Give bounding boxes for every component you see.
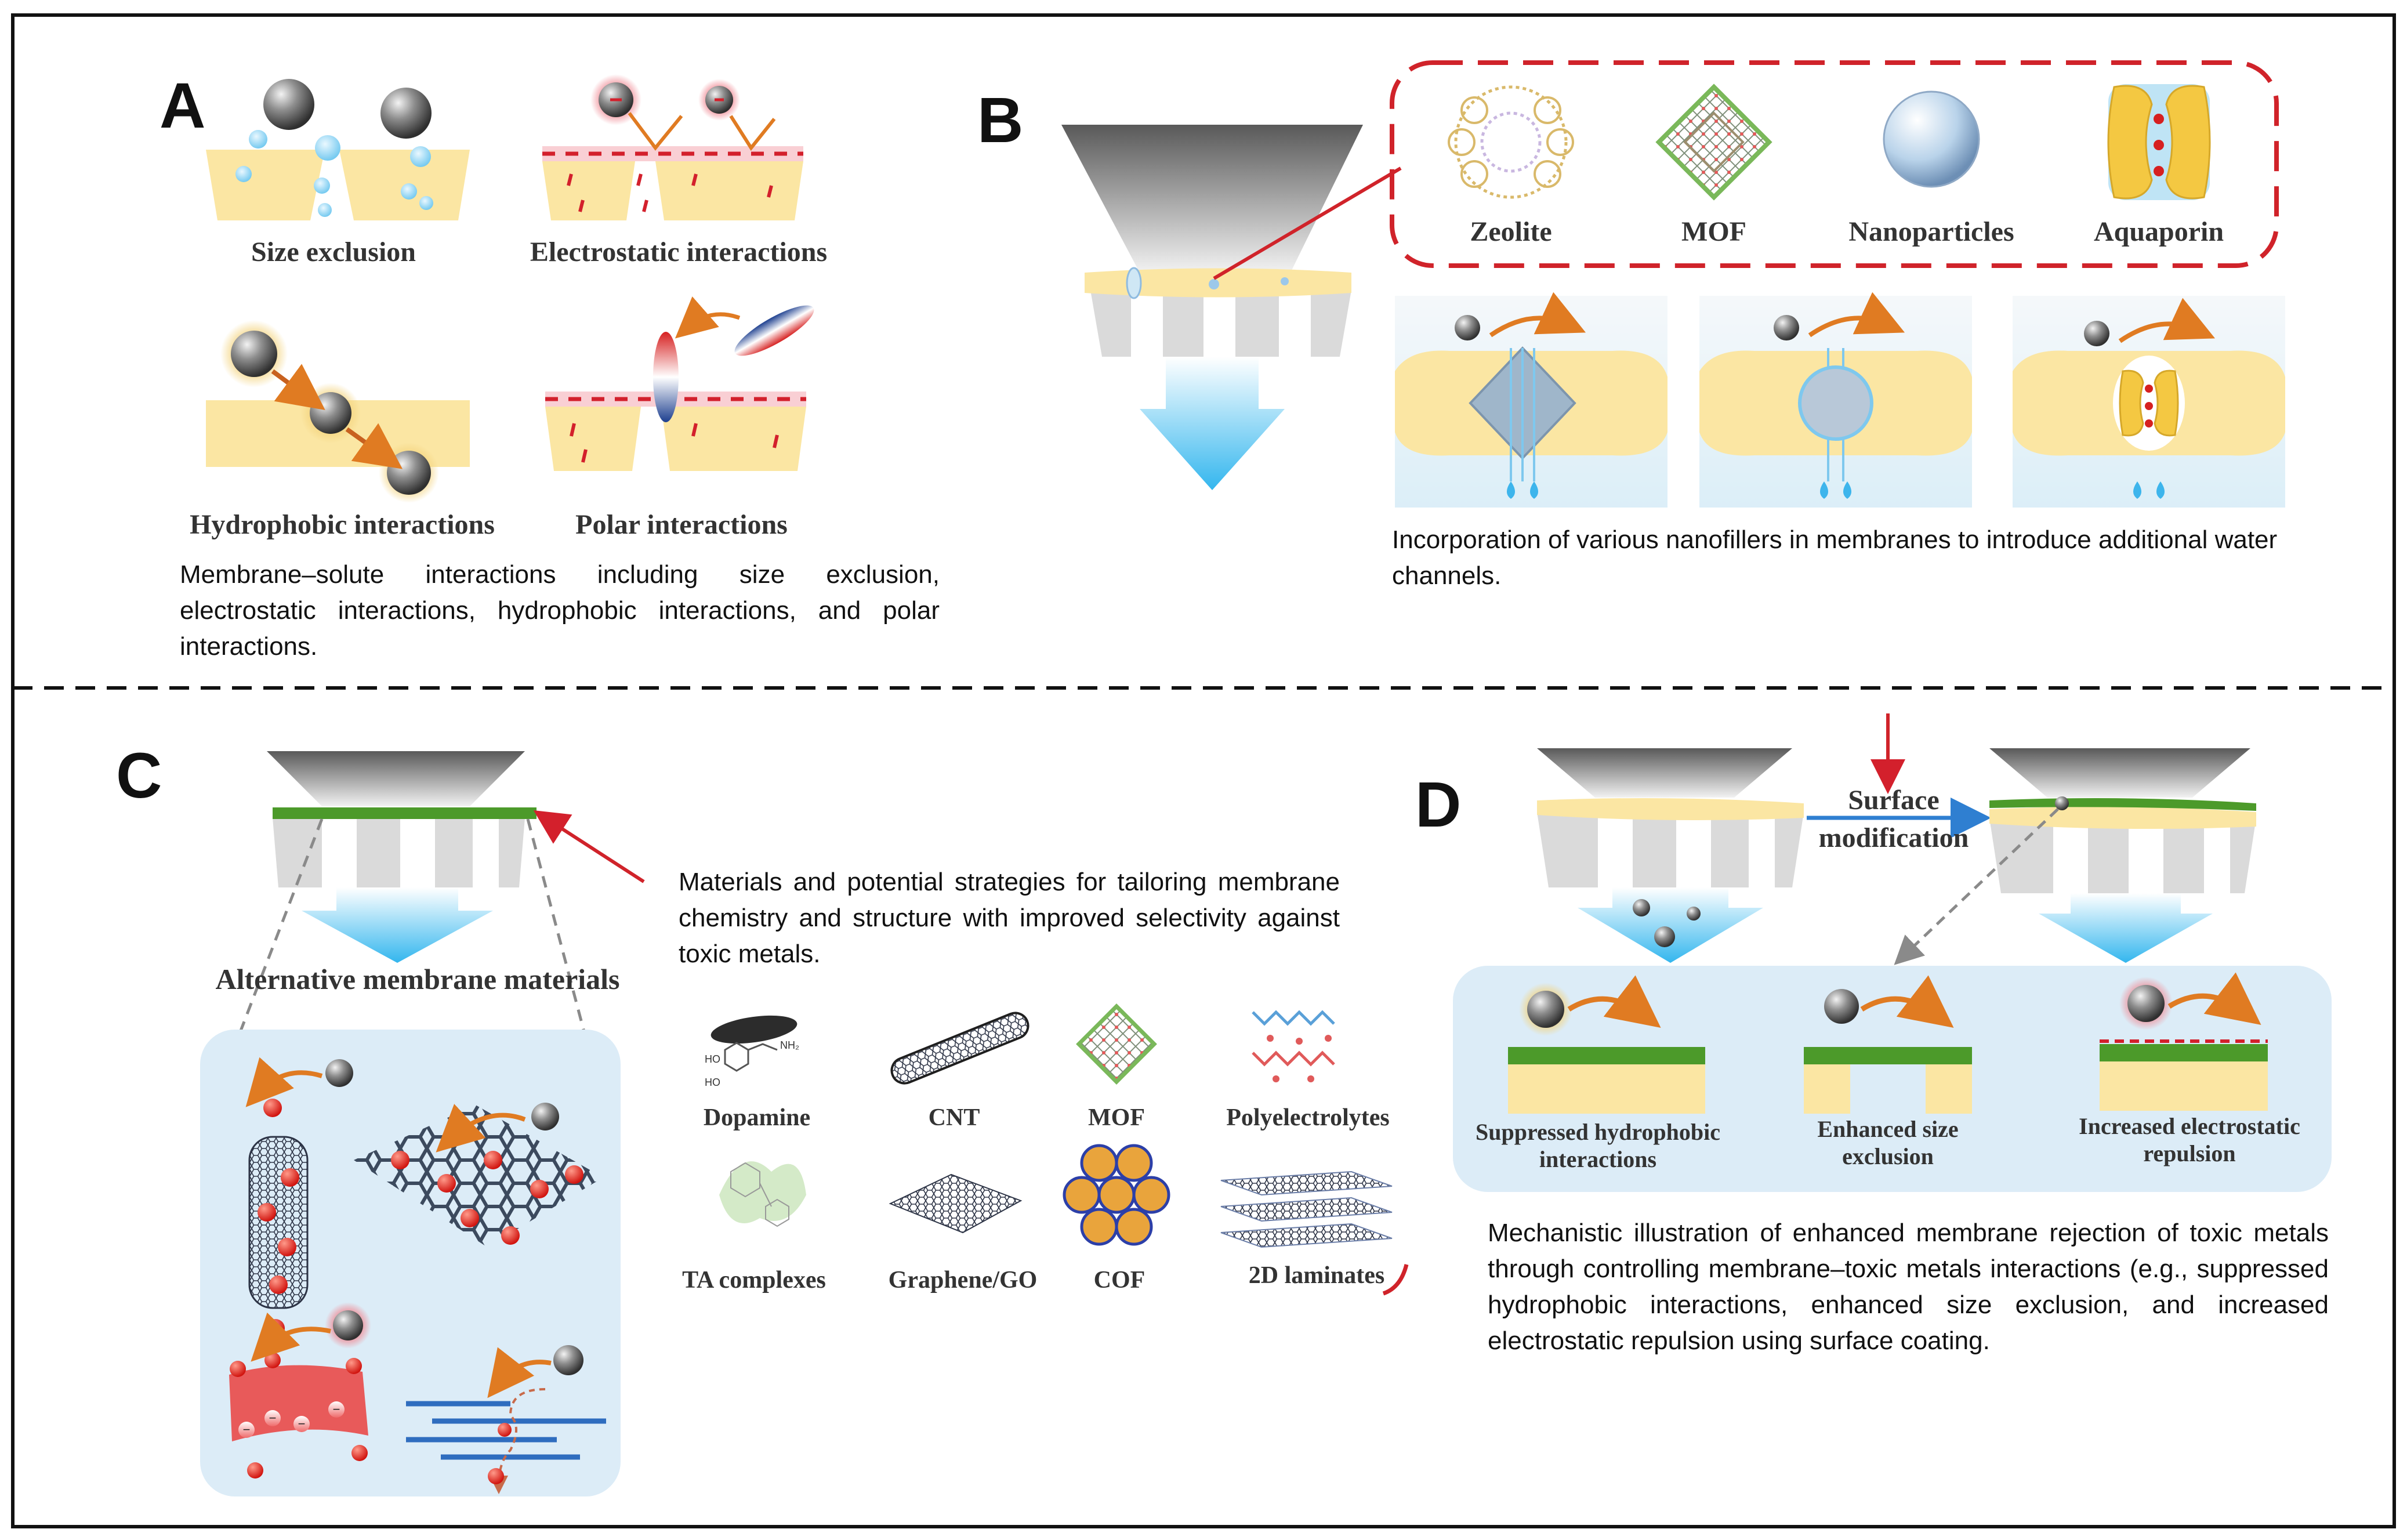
material-label-mof: MOF — [1088, 1104, 1145, 1131]
electrostatic-diagram: Electrostatic interactions — [530, 74, 827, 267]
material-label-ta-complexes: TA complexes — [682, 1267, 826, 1293]
mechanism-hydrophobic-line2: interactions — [1539, 1146, 1656, 1172]
filler-label-nanoparticles: Nanoparticles — [1848, 216, 2014, 247]
svg-text:−: − — [333, 1402, 340, 1416]
laminate-illustration — [406, 1345, 606, 1494]
aquaporin-icon — [2107, 84, 2211, 200]
mechanism-electrostatic-line1: Increased electrostatic — [2079, 1113, 2300, 1139]
panel-c-title: Alternative membrane materials — [216, 963, 620, 995]
dopamine-nh2: NH₂ — [780, 1039, 799, 1051]
panel-c-letter: C — [116, 740, 162, 811]
material-label-cof: COF — [1094, 1267, 1146, 1293]
material-graphene — [889, 1173, 1023, 1234]
dopamine-ho-bottom: HO — [705, 1077, 720, 1088]
material-mof — [1076, 1003, 1157, 1085]
graphene-illustration — [354, 1103, 603, 1247]
mof-icon — [1655, 84, 1772, 201]
panel-b-letter: B — [977, 85, 1023, 156]
mechanism-hydrophobic-line1: Suppressed hydrophobic — [1476, 1119, 1720, 1145]
membrane-before — [1537, 748, 1804, 963]
filler-label-zeolite: Zeolite — [1470, 216, 1552, 247]
material-cnt — [890, 1012, 1030, 1085]
material-2d-laminates — [1220, 1171, 1393, 1248]
charged-layer-illustration: − − − − — [229, 1302, 371, 1479]
filler-label-mof: MOF — [1681, 216, 1746, 247]
nanofiller-frame — [1390, 60, 2279, 268]
panel-b-caption: Incorporation of various nanofillers in … — [1392, 526, 2278, 590]
panel-b-membrane-funnel — [1061, 125, 1402, 490]
panel-d: D Surface modification — [1415, 713, 2332, 1355]
panel-a: A Size exclusion — [160, 70, 940, 661]
panel-d-mechanism-box — [1453, 966, 2332, 1192]
mechanism-size: Enhanced size exclusion — [1804, 975, 1972, 1169]
panel-a-letter: A — [160, 70, 205, 142]
panel-c: C Alternative membrane materials — [116, 740, 1409, 1496]
channel-panel-aquaporin — [2013, 296, 2285, 508]
mechanism-electrostatic: Increased electrostatic repulsion — [2079, 972, 2300, 1166]
nanoparticle-icon — [1883, 90, 1980, 188]
label-size-exclusion: Size exclusion — [251, 237, 416, 267]
material-ta-complexes — [719, 1161, 806, 1227]
material-label-cnt: CNT — [929, 1104, 980, 1131]
material-cof — [1063, 1144, 1170, 1246]
panel-c-caption: Materials and potential strategies for t… — [679, 868, 1340, 968]
label-polar: Polar interactions — [575, 509, 788, 540]
panel-d-caption: Mechanistic illustration of enhanced mem… — [1488, 1219, 2329, 1355]
label-hydrophobic: Hydrophobic interactions — [190, 509, 495, 540]
mechanism-hydrophobic: Suppressed hydrophobic interactions — [1476, 975, 1720, 1172]
channel-panel-nanoparticle — [1699, 292, 1972, 508]
material-polyelectrolytes — [1252, 1010, 1335, 1082]
mechanism-size-line1: Enhanced size — [1817, 1116, 1958, 1142]
cnt-illustration — [245, 1057, 353, 1338]
material-label-dopamine: Dopamine — [704, 1104, 810, 1131]
filler-label-aquaporin: Aquaporin — [2094, 216, 2224, 247]
mechanism-size-line2: exclusion — [1842, 1143, 1934, 1169]
material-label-2d-laminates: 2D laminates — [1249, 1262, 1385, 1289]
size-exclusion-diagram: Size exclusion — [206, 79, 470, 267]
surface-modification-label-2: modification — [1819, 822, 1969, 853]
material-label-polyelectrolytes: Polyelectrolytes — [1226, 1104, 1389, 1131]
zeolite-icon — [1448, 85, 1574, 199]
channel-panel-zeolite — [1395, 292, 1667, 508]
outer-frame — [11, 13, 2396, 1528]
svg-text:−: − — [243, 1422, 251, 1437]
dopamine-ho-top: HO — [705, 1053, 720, 1065]
polar-diagram: Polar interactions — [545, 296, 814, 540]
mechanism-electrostatic-line2: repulsion — [2143, 1140, 2235, 1166]
panel-a-caption: Membrane–solute interactions including s… — [180, 560, 940, 661]
hydrophobic-diagram: Hydrophobic interactions — [190, 320, 495, 540]
label-electrostatic: Electrostatic interactions — [530, 237, 827, 267]
membrane-after — [1894, 748, 2256, 965]
panel-d-letter: D — [1415, 769, 1461, 840]
material-dopamine: HO HO NH₂ — [705, 1015, 799, 1088]
material-label-graphene: Graphene/GO — [889, 1267, 1038, 1293]
panel-b: B — [977, 60, 2285, 590]
svg-text:−: − — [298, 1416, 306, 1431]
svg-text:−: − — [269, 1411, 277, 1425]
surface-modification-label-1: Surface — [1848, 785, 1939, 816]
